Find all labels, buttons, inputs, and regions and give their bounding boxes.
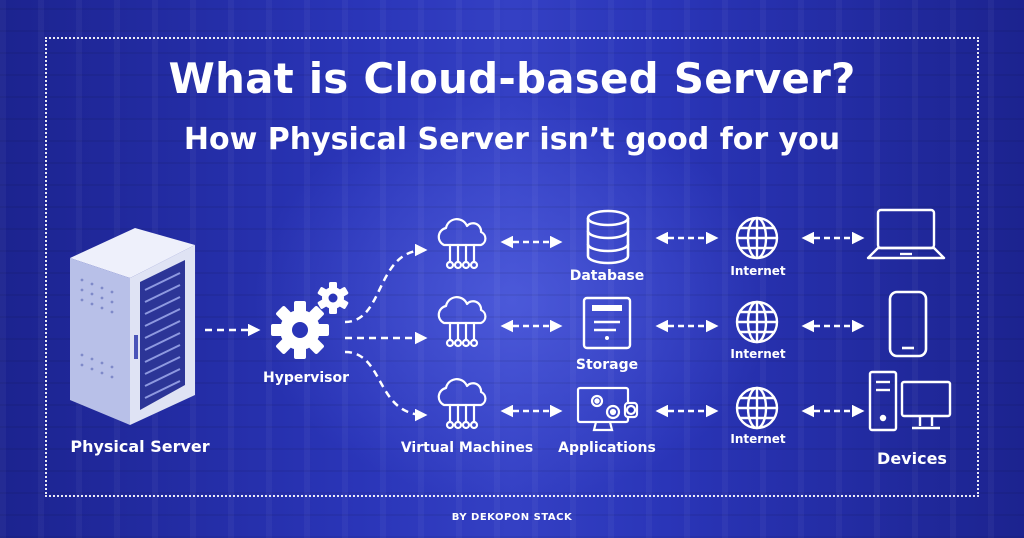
globe-icon	[735, 300, 779, 344]
arrow-hyper-vm3	[344, 350, 428, 422]
physical-server-label: Physical Server	[70, 437, 210, 456]
gears-icon	[271, 282, 349, 359]
page-subtitle: How Physical Server isn’t good for you	[183, 122, 841, 157]
database-label: Database	[569, 268, 645, 284]
desktop-computer-icon	[868, 370, 952, 432]
devices-label: Devices	[877, 449, 947, 468]
hypervisor-label: Hypervisor	[262, 370, 350, 386]
cloud-network-icon	[437, 296, 487, 348]
internet-label: Internet	[730, 432, 786, 446]
globe-icon	[735, 216, 779, 260]
server-rack-icon	[70, 228, 195, 425]
phone-icon	[888, 290, 928, 358]
applications-label: Applications	[558, 440, 656, 456]
footer-credit: BY DEKOPON STACK	[451, 512, 573, 523]
cloud-network-icon	[437, 218, 487, 270]
storage-label: Storage	[575, 357, 639, 373]
virtual-machines-label: Virtual Machines	[400, 440, 534, 456]
arrow-hyper-vm1	[344, 243, 428, 324]
laptop-icon	[866, 208, 946, 260]
page-title: What is Cloud-based Server?	[168, 54, 856, 103]
internet-label: Internet	[730, 347, 786, 361]
globe-icon	[735, 386, 779, 430]
cloud-network-icon	[437, 378, 487, 430]
database-icon	[586, 209, 630, 265]
dotted-frame	[45, 37, 979, 497]
monitor-gears-icon	[576, 386, 639, 432]
internet-label: Internet	[730, 264, 786, 278]
storage-icon	[582, 296, 632, 350]
